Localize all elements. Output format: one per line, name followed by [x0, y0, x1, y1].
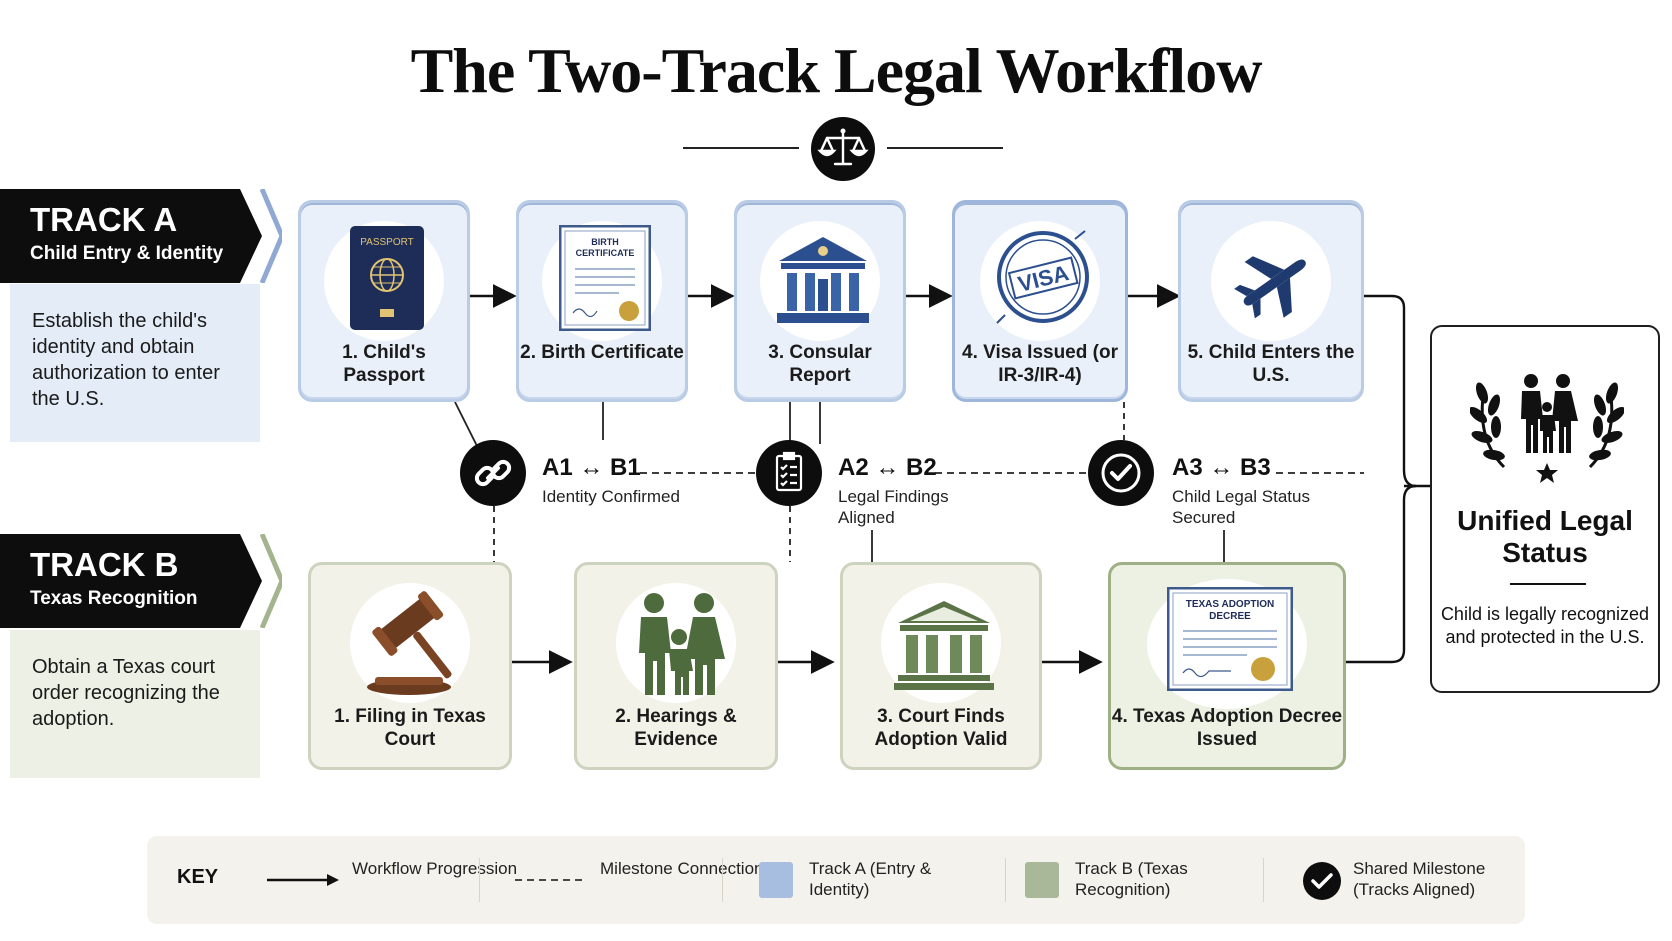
track-a-step-5-label: 5. Child Enters the U.S. — [1187, 342, 1355, 386]
legend-arrow-icon — [267, 874, 339, 886]
track-a-step-2-label: 2. Birth Certificate — [520, 342, 684, 363]
milestone-2-text: Legal Findings Aligned — [838, 487, 949, 527]
legend-title: KEY — [177, 866, 219, 888]
track-b-step-3-card: 3. Court Finds Adoption Valid — [840, 562, 1042, 770]
track-a-step-4-card: VISA 4. Visa Issued (or IR-3/IR-4) — [952, 200, 1128, 402]
checkmark-icon — [1088, 440, 1154, 506]
courthouse-icon — [894, 601, 994, 690]
adoption-decree-icon: TEXAS ADOPTION DECREE — [1167, 587, 1293, 691]
legend-item-workflow: Workflow Progression — [352, 859, 518, 878]
page-title: The Two-Track Legal Workflow — [410, 35, 1263, 106]
outcome-description: Child is legally recognized and protecte… — [1440, 604, 1650, 647]
track-a-description-panel: Establish the child's identity and obtai… — [10, 284, 260, 442]
track-b-step-2-label: 2. Hearings & Evidence — [615, 706, 737, 750]
link-icon — [460, 440, 526, 506]
legend-item-track-b: Track B (Texas Recognition) — [1075, 859, 1188, 899]
track-b-banner: TRACK B Texas Recognition — [0, 534, 262, 628]
track-b-step-2-card: 2. Hearings & Evidence — [574, 562, 778, 770]
legend-item-milestone-connection: Milestone Connection — [600, 859, 764, 878]
milestone-3-code: A3 ↔ B3 — [1172, 454, 1271, 481]
title-divider-right — [887, 147, 1003, 149]
birth-certificate-icon: BIRTH CERTIFICATE — [559, 225, 651, 331]
track-b-step-4-label: 4. Texas Adoption Decree Issued — [1111, 706, 1343, 750]
title-divider-left — [683, 147, 799, 149]
track-a-description: Establish the child's identity and obtai… — [32, 310, 220, 410]
svg-text:TEXAS ADOPTION: TEXAS ADOPTION — [1186, 599, 1275, 610]
track-b-step-1-card: 1. Filing in Texas Court — [308, 562, 512, 770]
track-b-label: TRACK B — [30, 546, 179, 583]
family-icon — [639, 593, 725, 695]
svg-text:BIRTH: BIRTH — [591, 237, 619, 247]
outcome-title: Unified Legal Status — [1457, 505, 1633, 568]
visa-stamp-icon: VISA — [996, 230, 1089, 324]
unified-legal-status-panel: Unified Legal Status Child is legally re… — [1430, 325, 1660, 693]
passport-icon: PASSPORT — [350, 226, 424, 330]
consulate-building-icon — [777, 237, 869, 323]
legend-item-shared-milestone: Shared Milestone (Tracks Aligned) — [1353, 859, 1486, 899]
legend-check-circle-icon — [1303, 862, 1341, 900]
track-b-step-4-card: TEXAS ADOPTION DECREE 4. Texas Adoption … — [1108, 562, 1346, 770]
svg-text:DECREE: DECREE — [1209, 611, 1251, 622]
svg-text:PASSPORT: PASSPORT — [360, 237, 414, 248]
legend-dashed-line-icon — [515, 879, 585, 881]
scales-of-justice-icon — [811, 117, 875, 181]
track-a-step-3-card: 3. Consular Report — [734, 200, 906, 402]
track-a-step-2-card: BIRTH CERTIFICATE 2. Birth Certificate — [516, 200, 688, 402]
legend-green-square-icon — [1025, 862, 1059, 898]
milestone-2-code: A2 ↔ B2 — [838, 454, 937, 481]
track-a-step-1-card: PASSPORT 1. Child's Passport — [298, 200, 470, 402]
outcome-divider — [1510, 583, 1586, 585]
track-a-subtitle: Child Entry & Identity — [30, 243, 224, 264]
track-b-step-1-label: 1. Filing in Texas Court — [334, 706, 486, 750]
bracket-track-b — [1346, 484, 1417, 664]
track-a-banner: TRACK A Child Entry & Identity — [0, 189, 262, 283]
legend-item-track-a: Track A (Entry & Identity) — [809, 859, 932, 899]
legend-key: KEY Workflow Progression Milestone Conne… — [147, 836, 1525, 924]
gavel-icon — [367, 591, 452, 695]
legend-blue-square-icon — [759, 862, 793, 898]
laurel-family-icon — [1470, 374, 1624, 483]
track-a-step-1-label: 1. Child's Passport — [342, 342, 426, 386]
track-a-label: TRACK A — [30, 201, 178, 238]
track-b-description-panel: Obtain a Texas court order recognizing t… — [10, 630, 260, 778]
bracket-track-a — [1364, 294, 1417, 488]
checklist-icon — [756, 440, 822, 506]
svg-text:CERTIFICATE: CERTIFICATE — [576, 248, 635, 258]
track-b-step-3-label: 3. Court Finds Adoption Valid — [874, 706, 1008, 750]
milestone-1-code: A1 ↔ B1 — [542, 454, 641, 481]
milestone-3-text: Child Legal Status Secured — [1172, 487, 1310, 527]
track-a-step-3-label: 3. Consular Report — [768, 342, 872, 386]
svg-text:VISA: VISA — [1015, 260, 1071, 297]
track-a-chevron — [260, 189, 282, 283]
track-b-chevron — [260, 534, 282, 628]
milestone-1-text: Identity Confirmed — [542, 487, 680, 506]
track-a-step-4-label: 4. Visa Issued (or IR-3/IR-4) — [962, 342, 1118, 386]
track-a-step-5-card: 5. Child Enters the U.S. — [1178, 200, 1364, 402]
track-b-description: Obtain a Texas court order recognizing t… — [32, 656, 220, 730]
airplane-icon — [1234, 256, 1306, 319]
track-b-subtitle: Texas Recognition — [30, 588, 198, 609]
